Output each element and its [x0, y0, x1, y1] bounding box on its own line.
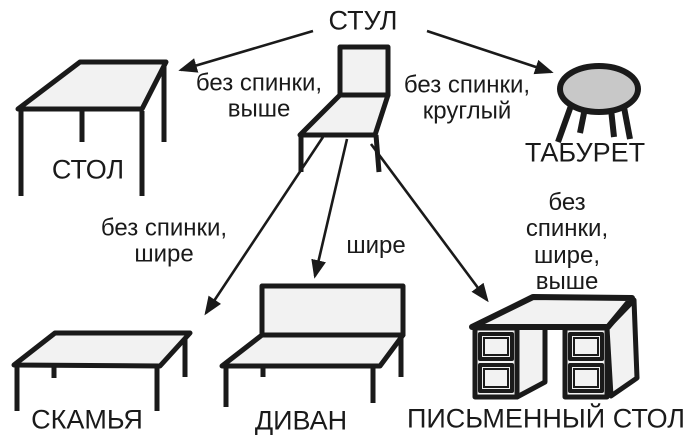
- edge-label-to-desk: без спинки, шире, выше: [525, 189, 609, 296]
- arrow-chair-to-desk: [369, 143, 489, 303]
- desk-drawer: [478, 363, 514, 393]
- chair-right-leg: [373, 134, 382, 173]
- stool-leg: [555, 101, 575, 144]
- sofa-illustration: [219, 283, 406, 407]
- stool-illustration: [555, 63, 641, 144]
- desk-illustration: [469, 294, 640, 400]
- chair-illustration: [297, 44, 391, 173]
- desk-drawer: [568, 363, 604, 393]
- node-label-table: СТОЛ: [51, 154, 125, 185]
- node-label-stool: ТАБУРЕТ: [524, 137, 646, 168]
- table-illustration: [15, 59, 169, 196]
- node-label-sofa: ДИВАН: [254, 405, 348, 436]
- sofa-seat: [219, 332, 406, 369]
- desk-top: [469, 294, 635, 330]
- arrow-chair-to-table: [178, 29, 314, 73]
- edge-label-to-stool: без спинки, круглый: [403, 71, 531, 125]
- edge-label-to-sofa: шире: [346, 231, 406, 259]
- sofa-backrest: [259, 283, 406, 338]
- node-label-chair: СТУЛ: [328, 5, 398, 36]
- stool-seat: [557, 63, 641, 115]
- edge-label-to-bench: без спинки, шире: [100, 214, 228, 268]
- node-label-bench: СКАМЬЯ: [31, 404, 143, 435]
- desk-drawer: [568, 332, 604, 361]
- desk-drawer-panel: [483, 368, 509, 388]
- chair-backrest: [337, 44, 391, 98]
- bench-top: [11, 330, 193, 369]
- edge-label-to-table: без спинки, выше: [195, 69, 323, 123]
- arrow-chair-to-stool: [426, 29, 554, 75]
- desk-drawer-panel: [483, 337, 509, 356]
- desk-drawer: [478, 332, 514, 361]
- chair-seat: [297, 92, 391, 138]
- desk-left-pedestal-side: [514, 319, 548, 400]
- node-label-desk: ПИСЬМЕННЫЙ СТОЛ: [406, 403, 683, 434]
- desk-drawer-panel: [573, 337, 599, 356]
- desk-drawer-panel: [573, 368, 599, 388]
- arrow-chair-to-sofa: [311, 138, 349, 279]
- bench-illustration: [11, 330, 193, 411]
- table-top: [15, 59, 169, 112]
